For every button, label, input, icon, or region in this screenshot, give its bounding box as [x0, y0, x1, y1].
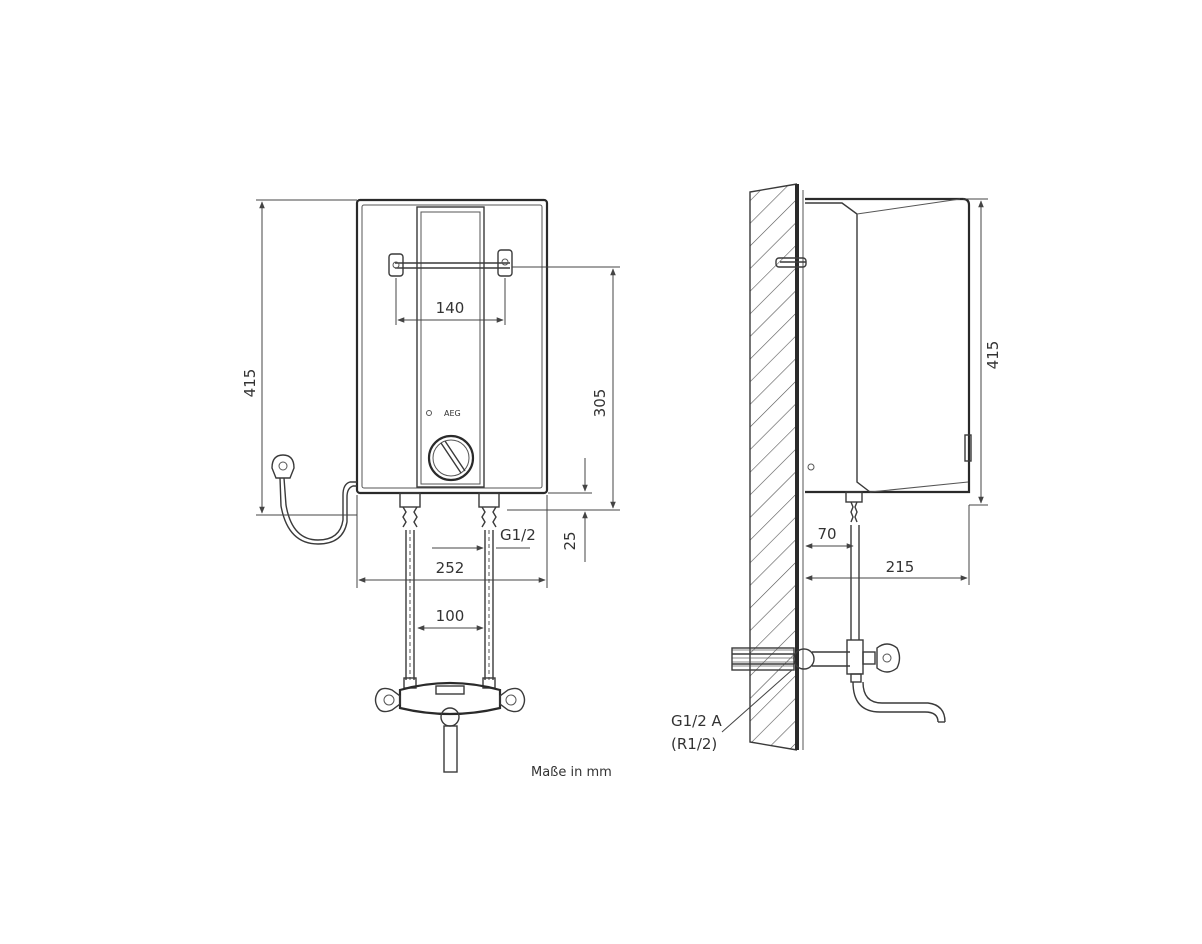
mixer-tap-side: [793, 639, 946, 723]
label-bracket-height: 305: [591, 389, 609, 418]
dimension-connection-spacing: 100: [417, 607, 484, 631]
brand-text: AEG: [444, 409, 461, 418]
label-width: 252: [436, 559, 465, 577]
power-plug: [271, 454, 295, 479]
dimension-bracket-height: 305: [507, 266, 620, 511]
label-thread-side-line1: G1/2 A: [671, 712, 723, 730]
temperature-knob: [427, 434, 475, 482]
dimension-width: 252: [356, 495, 548, 588]
label-side-height: 415: [984, 341, 1002, 370]
label-wall-to-pipe: 70: [817, 525, 836, 543]
heater-housing: [355, 198, 549, 495]
wall-section: [749, 183, 804, 751]
dimension-bottom-offset: 25: [548, 458, 592, 562]
label-thread-side-line2: (R1/2): [671, 735, 717, 753]
dimension-depth: 215: [805, 505, 970, 585]
dimension-front-height: 415: [241, 199, 357, 516]
label-connection-spacing: 100: [436, 607, 465, 625]
dimension-wall-to-pipe: 70: [805, 525, 854, 549]
thread-callout-side: G1/2 A (R1/2): [671, 669, 793, 753]
indicator-lamp: [426, 410, 432, 416]
side-view: G1/2 A (R1/2) 415 70 215: [671, 183, 1002, 753]
heater-side: [775, 197, 972, 640]
wall-pipe: [731, 647, 795, 671]
front-panel: [416, 206, 485, 488]
wall-bracket: [388, 249, 513, 277]
label-front-height: 415: [241, 369, 259, 398]
thread-callout-front: G1/2: [432, 526, 536, 551]
units-note: Maße in mm: [531, 765, 612, 780]
power-cable: [271, 454, 357, 545]
label-thread-front: G1/2: [500, 526, 536, 544]
front-view: AEG: [241, 198, 620, 773]
label-bracket-width: 140: [436, 299, 465, 317]
mixer-tap-front: [374, 677, 526, 773]
dimension-bracket-width: 140: [395, 278, 506, 325]
dimension-side-height: 415: [963, 198, 1002, 506]
label-depth: 215: [886, 558, 915, 576]
water-connections: [399, 492, 500, 680]
label-bottom-offset: 25: [561, 531, 579, 550]
